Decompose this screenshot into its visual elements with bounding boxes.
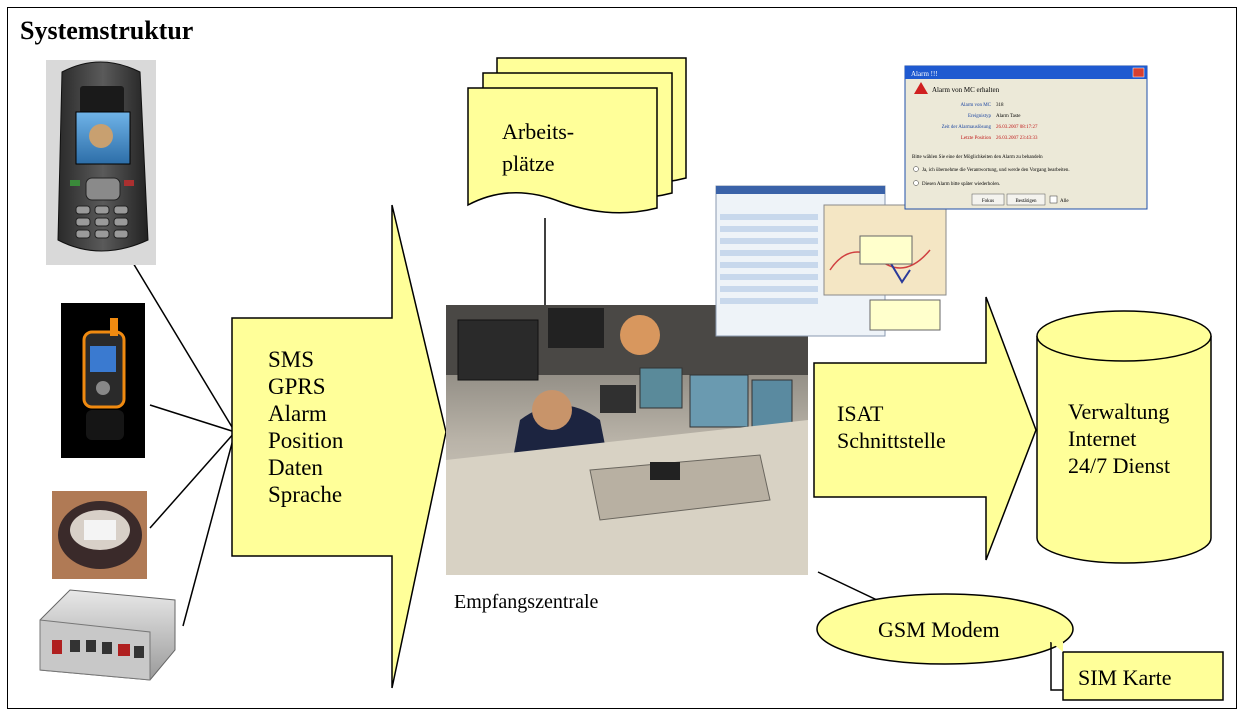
input-type-gprs: GPRS <box>268 374 326 399</box>
dialog-row-value: 26.03.2007 08:17:27 <box>996 125 1038 130</box>
diagram-title: Systemstruktur <box>20 16 194 45</box>
control-room-photo <box>446 305 808 575</box>
dialog-confirm-button: Bestätigen <box>1015 199 1037 204</box>
dialog-row-value: Alarm Taste <box>996 114 1021 119</box>
dialog-option-later: Diesen Alarm bitte später wiederholen. <box>922 182 1000 187</box>
isat-interface-label: ISAT Schnittstelle <box>837 401 946 453</box>
workplaces-label: Arbeits- plätze <box>502 119 575 176</box>
gsm-modem-label: GSM Modem <box>878 617 1000 642</box>
input-type-daten: Daten <box>268 455 323 480</box>
input-arrow-shape <box>231 204 447 689</box>
gsm-modem-ellipse <box>816 593 1074 665</box>
dialog-focus-button: Fokus <box>982 199 994 204</box>
dialog-option-accept: Ja, ich übernehme die Verantwortung, und… <box>922 168 1070 173</box>
input-type-position: Position <box>268 428 344 453</box>
dialog-row-label: Zeit der Alarmauslösung <box>942 125 992 130</box>
input-type-alarm: Alarm <box>268 401 327 426</box>
database-label: Verwaltung Internet 24/7 Dienst <box>1068 399 1171 478</box>
sim-card-label: SIM Karte <box>1078 665 1172 690</box>
input-type-sms: SMS <box>268 347 315 372</box>
rugged-phone-image <box>46 60 156 265</box>
dialog-row-value: 318 <box>996 103 1004 108</box>
input-type-sprache: Sprache <box>268 482 343 507</box>
alarm-dialog-screenshot: Alarm !!! Alarm von MC erhalten Alarm vo… <box>904 65 1148 210</box>
database-cylinder <box>1036 310 1212 564</box>
dialog-all-checkbox-label: Alle <box>1060 199 1069 204</box>
dialog-heading: Alarm von MC erhalten <box>932 86 1000 94</box>
box-modem-image <box>39 589 176 681</box>
round-alarm-device-image <box>52 491 147 579</box>
dialog-row-label: Alarm von MC <box>960 103 991 108</box>
workplaces-document-stack <box>467 57 687 214</box>
dialog-row-label: Ereignistyp <box>968 114 992 119</box>
dialog-row-label: Letzte Position <box>961 136 992 141</box>
dialog-question: Bitte wählen Sie eine der Möglichkeiten … <box>912 155 1043 160</box>
input-arrow-label: SMS GPRS Alarm Position Daten Sprache <box>268 346 343 508</box>
diagram-frame <box>7 7 1237 709</box>
control-room-caption: Empfangszentrale <box>454 591 599 613</box>
map-application-screenshot <box>715 185 947 337</box>
isat-arrow-shape <box>813 296 1037 561</box>
dialog-row-value: 26.03.2007 23:43:33 <box>996 136 1038 141</box>
sim-card-box <box>1062 651 1224 701</box>
gps-tracker-image <box>61 303 145 458</box>
dialog-window-title: Alarm !!! <box>911 70 938 78</box>
